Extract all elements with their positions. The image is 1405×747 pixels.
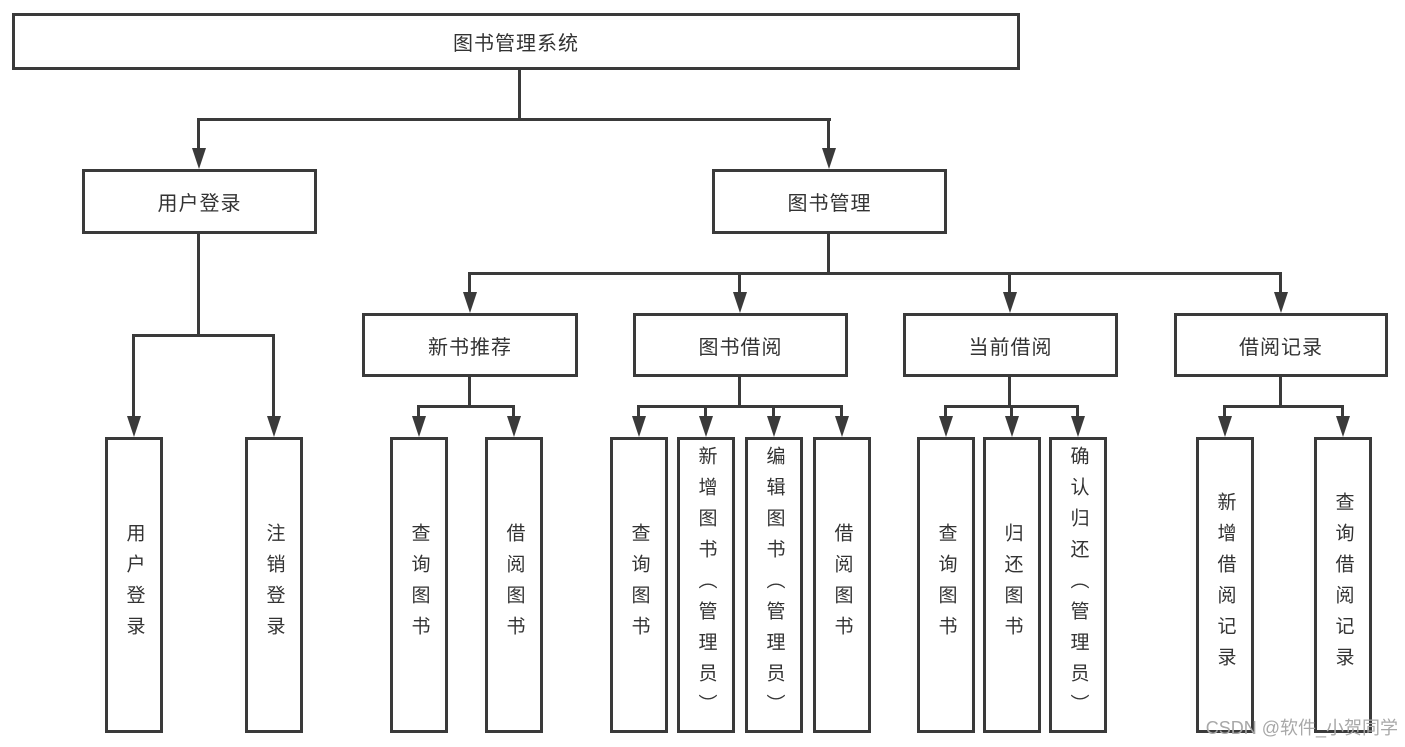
connector-line [468,377,471,408]
connector-line [197,118,200,150]
node-leaf-borrow-books-1: 借阅图书 [485,437,543,733]
node-label: 图书管理系统 [453,33,579,55]
arrowhead-down-icon [1005,416,1019,437]
arrowhead-down-icon [1003,292,1017,313]
node-current-borrowing: 当前借阅 [903,313,1118,377]
node-leaf-query-books-3: 查询图书 [917,437,975,733]
connector-line [827,234,830,272]
node-leaf-confirm-return-admin: 确认归还（管理员） [1049,437,1107,733]
node-label: 查询借阅记录 [1332,492,1354,678]
connector-line [468,272,471,294]
connector-line [1223,405,1344,408]
node-leaf-query-books-2: 查询图书 [610,437,668,733]
node-root-system: 图书管理系统 [12,13,1020,70]
connector-line [512,405,515,418]
node-borrowing-records: 借阅记录 [1174,313,1388,377]
connector-line [468,272,1282,275]
connector-line [1223,405,1226,418]
arrowhead-down-icon [1274,292,1288,313]
connector-line [944,405,947,418]
node-leaf-logout: 注销登录 [245,437,303,733]
connector-line [272,334,275,418]
node-label: 新书推荐 [428,336,512,359]
node-leaf-query-borrow-record: 查询借阅记录 [1314,437,1372,733]
connector-line [637,405,843,408]
connector-line [197,234,200,334]
arrowhead-down-icon [507,416,521,437]
arrowhead-down-icon [632,416,646,437]
node-label: 新增图书（管理员） [695,445,717,725]
arrowhead-down-icon [822,148,836,169]
connector-line [1279,272,1282,294]
node-label: 编辑图书（管理员） [763,445,785,725]
arrowhead-down-icon [835,416,849,437]
node-label: 借阅图书 [831,523,853,647]
node-label: 当前借阅 [968,336,1053,359]
node-label: 查询图书 [935,523,957,647]
arrowhead-down-icon [767,416,781,437]
connector-line [197,118,831,121]
node-leaf-add-book-admin: 新增图书（管理员） [677,437,735,733]
node-label: 确认归还（管理员） [1067,445,1089,725]
arrowhead-down-icon [412,416,426,437]
node-label: 查询图书 [628,523,650,647]
connector-line [1008,272,1011,294]
node-label: 图书借阅 [698,336,783,359]
node-label: 借阅记录 [1239,336,1323,359]
connector-line [1076,405,1079,418]
node-label: 归还图书 [1001,523,1023,647]
node-label: 注销登录 [263,523,285,647]
arrowhead-down-icon [699,416,713,437]
connector-line [132,334,275,337]
arrowhead-down-icon [127,416,141,437]
connector-line [417,405,515,408]
arrowhead-down-icon [939,416,953,437]
connector-line [738,272,741,294]
node-label: 用户登录 [157,193,242,215]
connector-line [738,377,741,408]
node-leaf-return-book: 归还图书 [983,437,1041,733]
node-leaf-borrow-books-2: 借阅图书 [813,437,871,733]
csdn-watermark: CSDN @软件_小贺同学 [1205,718,1398,738]
node-label: 查询图书 [408,523,430,647]
connector-line [840,405,843,418]
connector-line [637,405,640,418]
connector-line [1008,377,1011,408]
connector-line [417,405,420,418]
connector-line [1279,377,1282,408]
node-label: 借阅图书 [503,523,525,647]
node-book-management: 图书管理 [712,169,947,234]
node-label: 新增借阅记录 [1214,492,1236,678]
arrowhead-down-icon [192,148,206,169]
arrowhead-down-icon [733,292,747,313]
node-leaf-edit-book-admin: 编辑图书（管理员） [745,437,803,733]
connector-line [1341,405,1344,418]
connector-line [1010,405,1013,418]
node-label: 图书管理 [787,193,872,215]
node-label: 用户登录 [123,523,145,647]
node-book-borrowing: 图书借阅 [633,313,848,377]
connector-line [518,70,521,121]
arrowhead-down-icon [267,416,281,437]
node-leaf-add-borrow-record: 新增借阅记录 [1196,437,1254,733]
connector-line [772,405,775,418]
arrowhead-down-icon [1071,416,1085,437]
connector-line [132,334,135,418]
arrowhead-down-icon [463,292,477,313]
node-new-book-recommend: 新书推荐 [362,313,578,377]
node-user-login: 用户登录 [82,169,317,234]
arrowhead-down-icon [1218,416,1232,437]
connector-line [827,118,830,150]
node-leaf-user-login: 用户登录 [105,437,163,733]
connector-line [704,405,707,418]
arrowhead-down-icon [1336,416,1350,437]
node-leaf-query-books-1: 查询图书 [390,437,448,733]
